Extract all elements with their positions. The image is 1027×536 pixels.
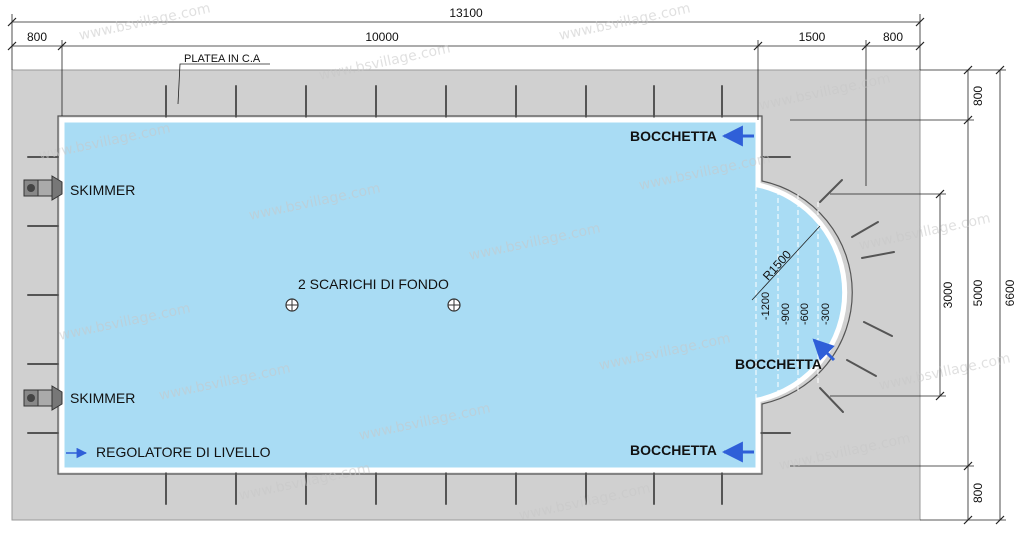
inlet-roman-arrow-icon <box>812 338 836 362</box>
dimension-ticks <box>7 17 1005 525</box>
dim-left-margin: 800 <box>27 30 47 44</box>
dim-pool-width: 5000 <box>971 279 985 306</box>
dim-pool-length: 10000 <box>365 30 399 44</box>
dim-roman-end: 1500 <box>799 30 826 44</box>
depth-300: -300 <box>820 303 832 325</box>
slab-leader-line <box>177 63 270 105</box>
skimmer-top-label: SKIMMER <box>70 182 135 198</box>
dim-roman-chord: 3000 <box>941 281 955 308</box>
dim-bottom-margin: 800 <box>971 483 985 503</box>
dim-total-height: 6600 <box>1003 279 1017 306</box>
dim-top-margin: 800 <box>971 86 985 106</box>
skimmer-bottom-icon <box>23 385 63 411</box>
inlet-top-label: BOCCHETTA <box>630 128 717 144</box>
inlet-roman-label: BOCCHETTA <box>735 356 822 372</box>
slab-label: PLATEA IN C.A <box>184 53 261 65</box>
depth-600: -600 <box>799 303 811 325</box>
skimmer-bottom-label: SKIMMER <box>70 390 135 406</box>
depth-1200: -1200 <box>760 292 772 320</box>
drain-right-icon <box>447 298 461 312</box>
level-regulator-label: REGOLATORE DI LIVELLO <box>96 444 271 460</box>
drains-label: 2 SCARICHI DI FONDO <box>298 276 449 292</box>
wall-braces <box>27 85 895 505</box>
dimension-lines <box>11 14 1006 521</box>
pool-outline <box>57 115 853 475</box>
pool-water <box>59 117 848 473</box>
dim-right-margin: 800 <box>883 30 903 44</box>
inlet-bottom-label: BOCCHETTA <box>630 442 717 458</box>
depth-900: -900 <box>780 303 792 325</box>
drain-left-icon <box>285 298 299 312</box>
skimmer-top-icon <box>23 175 63 201</box>
dim-total-width: 13100 <box>449 6 483 20</box>
